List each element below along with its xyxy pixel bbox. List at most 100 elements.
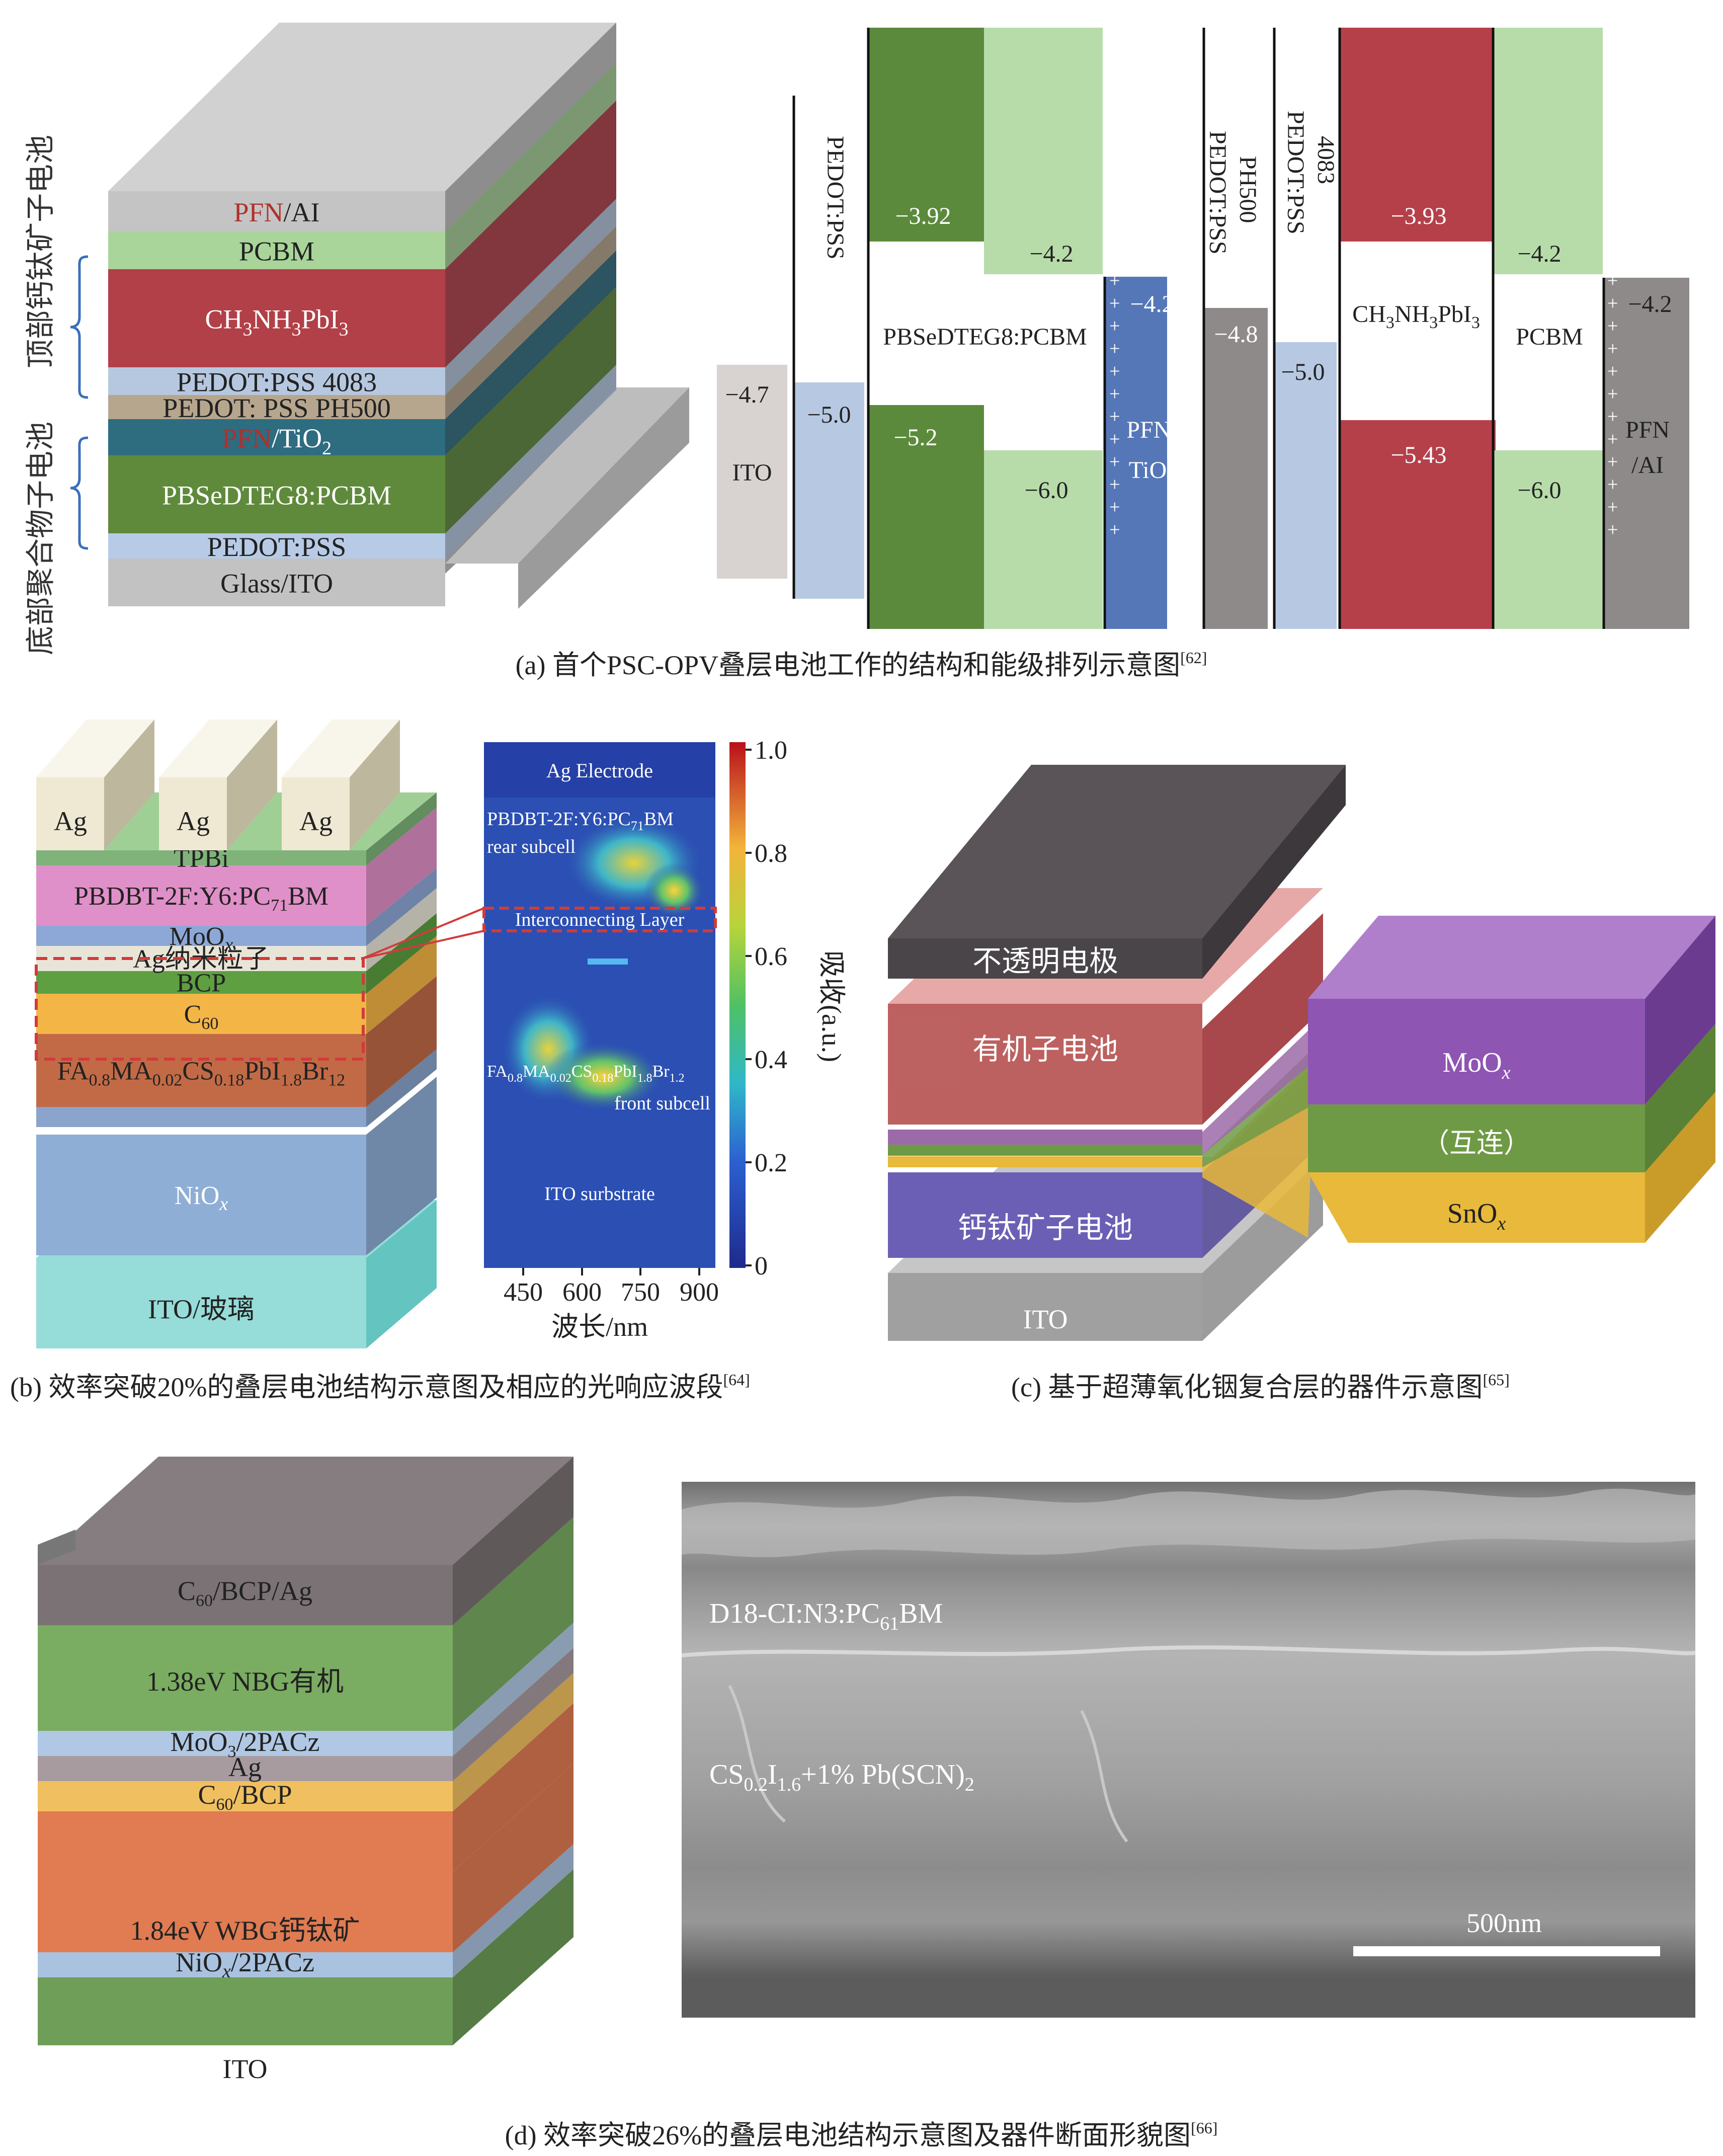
stack-layer-label: PEDOT: PSS PH500 xyxy=(162,393,390,423)
stack-layer xyxy=(108,191,445,231)
c-interconnect-label: （互连） xyxy=(1422,1128,1531,1158)
plus-mark: + xyxy=(1109,519,1120,540)
x-axis-label: 波长/nm xyxy=(551,1312,648,1342)
plus-mark: + xyxy=(1607,451,1618,472)
stack-layer-side xyxy=(453,1673,573,1811)
pfn-tio2-bar xyxy=(1106,277,1167,629)
heatmap-top-band xyxy=(484,742,715,797)
plus-mark: + xyxy=(1109,497,1120,518)
pbsedteg8-pcbm-label: PBSeDTEG8:PCBM xyxy=(883,324,1087,350)
stack-layer-side xyxy=(453,1764,573,1952)
pedot-ph500-label-2: PH500 xyxy=(1235,156,1261,223)
snox-front xyxy=(1308,1172,1645,1243)
colorbar-tick-label: 0.2 xyxy=(755,1149,787,1177)
side-label-bottom-subcell: 底部聚合物子电池 xyxy=(24,422,57,655)
stack-layer-label: PCBM xyxy=(239,236,314,267)
pcbm-acceptor-level-lumo: −4.2 xyxy=(1029,241,1073,267)
moox-right xyxy=(1645,916,1715,1104)
ag-electrode-side xyxy=(350,720,400,850)
plus-mark: + xyxy=(1109,270,1120,291)
pbsedteg8-level-homo: −5.2 xyxy=(893,424,937,451)
plus-mark: + xyxy=(1109,361,1120,382)
ito-glass-front xyxy=(36,1258,366,1348)
pfn-al-bar xyxy=(1605,278,1689,629)
sem-bottom-layer xyxy=(682,1977,1695,2018)
stack-layer-label: Ag xyxy=(228,1752,262,1782)
x-tick-label: 450 xyxy=(504,1278,543,1307)
colorbar-tick-label: 0.6 xyxy=(755,942,787,971)
stack-layer xyxy=(36,1135,366,1255)
electrode-front xyxy=(888,938,1202,979)
snox-right xyxy=(1645,1092,1715,1243)
heat-label-interconnect: Interconnecting Layer xyxy=(515,909,685,930)
stack-layer-side xyxy=(453,1869,573,2045)
stack-layer-side xyxy=(366,868,437,946)
pcbm-level-lumo: −4.2 xyxy=(1517,241,1561,267)
stack-layer-label: MoO3/2PACz xyxy=(170,1727,319,1761)
colorbar-tick-label: 1.0 xyxy=(755,736,787,765)
sem-label-perovskite: CS0.2I1.6+1% Pb(SCN)2 xyxy=(709,1759,974,1795)
heat-label-ag: Ag Electrode xyxy=(546,759,653,782)
sem-grain-1 xyxy=(728,1685,786,1823)
ag-electrode-label: Ag xyxy=(177,806,210,836)
plus-mark: + xyxy=(1607,474,1618,495)
plus-mark: + xyxy=(1607,270,1618,291)
ag-electrode-side xyxy=(227,720,277,850)
ito-level: −4.7 xyxy=(725,381,769,408)
ito-glass-right xyxy=(366,1200,437,1348)
panel-d-sem-image: D18-CI:N3:PC61BM CS0.2I1.6+1% Pb(SCN)2 5… xyxy=(681,1482,1696,2018)
stack-layer xyxy=(108,269,445,367)
pbsedteg8-homo-bar xyxy=(869,405,984,629)
heat-label-rear-2: rear subcell xyxy=(487,836,576,857)
stack-layer-side xyxy=(366,792,437,865)
moox-front xyxy=(1308,999,1645,1104)
stack-layer xyxy=(36,1034,366,1107)
stack-layer-label: NiOx/2PACz xyxy=(176,1947,314,1982)
pedot-4083-bar xyxy=(1275,342,1337,629)
pbsedteg8-lumo-bar xyxy=(869,28,984,242)
ag-electrode-label: Ag xyxy=(54,806,87,836)
plus-mark: + xyxy=(1109,406,1120,427)
ag-electrode-cap xyxy=(282,720,400,777)
colorbar-tick-label: 0.4 xyxy=(755,1046,787,1074)
pedot-pss-label: PEDOT:PSS xyxy=(822,136,849,260)
stack-layer xyxy=(36,971,366,994)
stack-layer-side xyxy=(453,1623,573,1756)
stack-layer-side xyxy=(366,913,437,994)
ito-label: ITO xyxy=(732,459,772,486)
pfn-tio2-label-2: TiO2 xyxy=(1129,457,1176,488)
ag-electrode-front xyxy=(36,777,104,850)
heat-label-ito: ITO surbstrate xyxy=(544,1183,655,1205)
stack-layer-side xyxy=(445,365,616,558)
organic-front xyxy=(888,1004,1202,1125)
pedot-4083-label: PEDOT:PSS xyxy=(1282,111,1309,234)
interconnect-band xyxy=(482,907,717,932)
ag-electrode-cap xyxy=(159,720,277,777)
sem-interface-line xyxy=(681,1645,1696,1657)
colorbar xyxy=(729,742,746,1268)
pfn-al-label: PFN xyxy=(1625,417,1670,443)
organic-right xyxy=(1202,913,1323,1125)
pedot-4083-label-2: 4083 xyxy=(1312,136,1339,184)
stack-top-face xyxy=(108,23,616,191)
panel-a-energy-diagram: ITO −4.7 PEDOT:PSS −5.0 −3.92 −5.2 −4.2 … xyxy=(717,28,1689,629)
stack-layer-label: ITO xyxy=(223,2054,268,2084)
substrate-right-face xyxy=(518,387,689,609)
plus-mark: + xyxy=(1607,361,1618,382)
stack-layer-side xyxy=(445,251,616,455)
interconnect-right xyxy=(1645,1024,1715,1172)
stack-layer-label: PFN/AI xyxy=(233,197,319,227)
pfn-tio2-level: −4.2 xyxy=(1130,291,1174,317)
plus-mark: + xyxy=(1607,406,1618,427)
stack-layer-label: PBSeDTEG8:PCBM xyxy=(162,481,391,511)
stack-layer-side xyxy=(453,1517,573,1731)
stack-layer-label: MoOx xyxy=(170,922,233,955)
colorbar-ticks: 1.00.80.60.40.20 xyxy=(746,736,787,1281)
pedot-pss-level: −5.0 xyxy=(807,402,851,428)
interconnect-front xyxy=(1308,1104,1645,1172)
c-snox-label: SnOx xyxy=(1447,1198,1506,1234)
stack-layer-label: BCP xyxy=(177,969,226,998)
mapbi3-level-lumo: −3.93 xyxy=(1390,203,1446,229)
